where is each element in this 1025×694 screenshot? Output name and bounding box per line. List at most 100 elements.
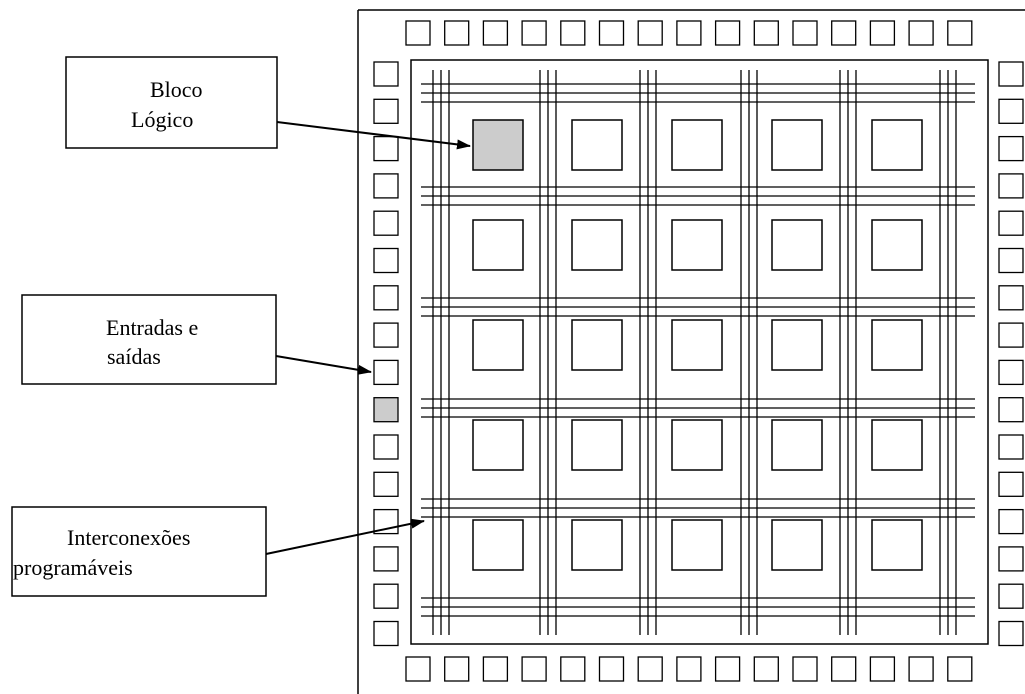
io-pad-right: [998, 247, 1024, 274]
label-line-2: saídas: [107, 344, 161, 369]
arrow-io: [275, 355, 372, 375]
logic-block: [871, 519, 923, 571]
logic-block: [571, 119, 623, 171]
io-pad-right: [998, 98, 1024, 124]
io-pad-left: [373, 173, 399, 199]
io-pad-bottom: [444, 656, 470, 682]
logic-block: [571, 419, 623, 471]
io-pad-right: [998, 471, 1024, 497]
logic-block: [671, 519, 723, 571]
io-pad-left: [373, 546, 399, 572]
io-pad-top: [444, 20, 470, 46]
io-pad-right: [998, 173, 1024, 199]
io-pad-top: [521, 20, 547, 46]
io-pad-bottom: [947, 656, 973, 682]
logic-block: [571, 519, 623, 571]
logic-block: [472, 419, 524, 471]
programmable-interconnect: [421, 70, 975, 635]
label-io: Entradas e saídas: [21, 294, 277, 385]
logic-block: [771, 219, 823, 271]
io-pad-bottom: [637, 656, 663, 682]
io-pad-top: [598, 20, 625, 46]
io-pad-left: [373, 471, 399, 497]
io-pad-top: [831, 20, 857, 46]
logic-block: [472, 219, 524, 271]
io-pad-bottom: [753, 656, 779, 682]
io-pad-right: [998, 135, 1024, 162]
io-pad-top: [714, 20, 741, 46]
io-pad-top: [405, 20, 431, 46]
io-pad-bottom: [908, 656, 934, 682]
io-pad-right: [998, 583, 1024, 609]
io-pad-bottom: [676, 656, 702, 682]
io-pad-bottom: [714, 656, 741, 682]
io-pad-top: [947, 20, 973, 46]
io-pad-right: [998, 285, 1024, 311]
io-pad-bottom: [831, 656, 857, 682]
io-pad-left: [373, 247, 399, 274]
label-line-2: Lógico: [131, 107, 193, 132]
logic-block: [771, 319, 823, 371]
io-pad-bottom: [869, 656, 896, 682]
logic-block-grid: [472, 119, 923, 571]
label-logic-block: Bloco Lógico: [65, 56, 278, 149]
io-pad-bottom: [405, 656, 431, 682]
io-pads: [373, 20, 1024, 682]
io-pad-bottom: [482, 656, 509, 682]
io-pad-right: [998, 397, 1024, 423]
io-pad-top: [482, 20, 509, 46]
io-pad-left: [373, 620, 399, 647]
logic-block: [771, 119, 823, 171]
io-pad-right: [998, 508, 1024, 535]
logic-block: [571, 319, 623, 371]
logic-block: [671, 319, 723, 371]
io-pad-right: [998, 61, 1024, 87]
io-pad-left: [373, 583, 399, 609]
io-pad-left: [373, 210, 399, 236]
io-pad-bottom: [792, 656, 818, 682]
label-box: [65, 56, 278, 149]
label-line-2: programáveis: [13, 555, 133, 580]
io-pad-right: [998, 620, 1024, 647]
logic-block: [871, 419, 923, 471]
io-pad-bottom: [560, 656, 586, 682]
io-pad-left: [373, 61, 399, 87]
logic-block: [871, 119, 923, 171]
logic-block: [771, 519, 823, 571]
arrow-logic-block: [276, 121, 471, 150]
io-pad-left: [373, 135, 399, 162]
logic-block: [671, 119, 723, 171]
logic-block-highlighted: [472, 119, 524, 171]
logic-block: [871, 319, 923, 371]
io-pad-right: [998, 359, 1024, 386]
label-line-1: Interconexões: [67, 525, 190, 550]
io-pad-top: [753, 20, 779, 46]
io-pad-left: [373, 322, 399, 348]
io-pad-left: [373, 98, 399, 124]
io-pad-top: [637, 20, 663, 46]
label-interconnect: Interconexões programáveis: [11, 506, 267, 597]
die-boundary: [410, 59, 989, 645]
io-pad-bottom: [598, 656, 625, 682]
io-pad-top: [792, 20, 818, 46]
io-pad-left: [373, 359, 399, 386]
logic-block: [871, 219, 923, 271]
io-pad-left: [373, 285, 399, 311]
io-pad-left-highlighted: [373, 397, 399, 423]
arrow-interconnect: [265, 518, 425, 555]
logic-block: [472, 319, 524, 371]
io-pad-right: [998, 434, 1024, 460]
io-pad-left: [373, 434, 399, 460]
io-pad-right: [998, 210, 1024, 236]
io-pad-top: [908, 20, 934, 46]
io-pad-bottom: [521, 656, 547, 682]
label-box: [11, 506, 267, 597]
label-line-1: Entradas e: [106, 315, 198, 340]
logic-block: [472, 519, 524, 571]
logic-block: [671, 219, 723, 271]
io-pad-top: [676, 20, 702, 46]
io-pad-top: [560, 20, 586, 46]
logic-block: [771, 419, 823, 471]
label-box: [21, 294, 277, 385]
